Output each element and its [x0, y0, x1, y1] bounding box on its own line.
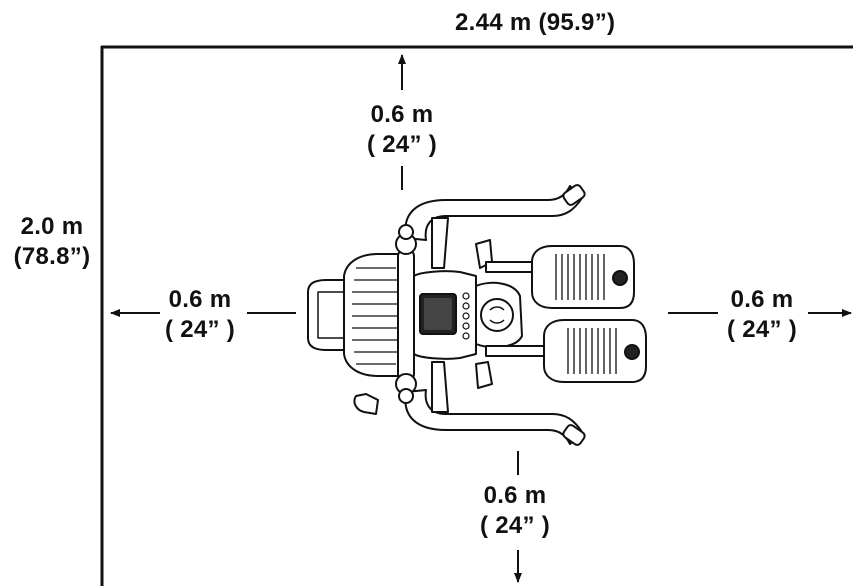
front-clearance-line2: ( 24” )	[366, 131, 438, 158]
rear-clearance-line2: ( 24” )	[479, 512, 551, 539]
upper-grip	[562, 184, 586, 206]
right-clearance-label: 0.6 m ( 24” )	[712, 285, 812, 345]
upper-arm	[431, 217, 449, 269]
depth-total-label: 2.0 m (78.8”)	[2, 212, 102, 272]
lower-handle-end	[353, 393, 379, 415]
cross-bar	[397, 249, 415, 381]
front-clearance-label: 0.6 m ( 24” )	[352, 100, 452, 160]
lower-cap	[398, 388, 414, 404]
lower-grip	[562, 424, 586, 446]
rear-clearance-line1: 0.6 m	[483, 482, 547, 509]
upper-cap	[398, 224, 414, 240]
seat-cage-slats	[352, 267, 398, 365]
depth-total-line1: 2.0 m	[20, 213, 84, 240]
upper-fan-axle	[612, 270, 628, 286]
upper-fan-fins	[555, 254, 605, 300]
footprint-boundary	[100, 45, 853, 586]
depth-total-line2: (78.8”)	[13, 243, 91, 270]
upper-fan-housing	[531, 245, 635, 309]
console-buttons	[462, 292, 470, 340]
console-screen-glare	[424, 298, 452, 330]
lower-fan-housing	[543, 319, 647, 383]
left-clearance-label: 0.6 m ( 24” )	[150, 285, 250, 345]
lower-fan-axle	[624, 344, 640, 360]
rear-clearance-label: 0.6 m ( 24” )	[465, 481, 565, 541]
right-clearance-line2: ( 24” )	[726, 316, 798, 343]
seat-cage	[343, 253, 405, 377]
lower-arm	[431, 361, 449, 413]
rear-frame-lower	[485, 345, 547, 357]
lower-fan-fins	[567, 328, 617, 374]
left-clearance-line2: ( 24” )	[164, 316, 236, 343]
hub-logo	[489, 306, 505, 324]
left-clearance-line1: 0.6 m	[168, 286, 232, 313]
dimension-lines	[110, 54, 852, 583]
machine-top-view	[307, 184, 647, 446]
right-clearance-line1: 0.6 m	[730, 286, 794, 313]
front-clearance-line1: 0.6 m	[370, 101, 434, 128]
width-total-label: 2.44 m (95.9”)	[455, 9, 616, 36]
lower-peg	[475, 361, 493, 389]
hub-center	[480, 298, 514, 332]
